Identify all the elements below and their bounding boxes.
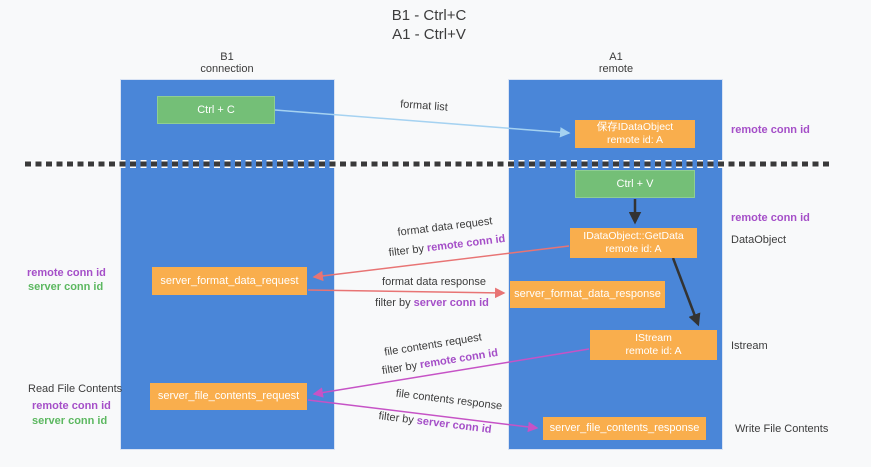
node-idataobject-getdata-line1: IDataObject::GetData (583, 230, 684, 242)
filter-by-text: filter by (381, 359, 422, 378)
side-label-write-file-contents: Write File Contents (735, 423, 829, 435)
side-label-istream: Istream (731, 340, 768, 352)
diagram-title-line1: B1 - Ctrl+C (391, 7, 467, 24)
lane-a1-subtitle: remote (598, 63, 634, 75)
node-istream-line2: remote id: A (625, 345, 682, 357)
node-server-format-data-request: server_format_data_request (152, 267, 307, 295)
filter-by-text: filter by (375, 297, 414, 309)
node-server-format-data-request-label: server_format_data_request (160, 274, 299, 287)
node-save-idataobject-line2: remote id: A (606, 134, 664, 146)
node-server-file-contents-request-label: server_file_contents_request (157, 390, 300, 402)
label-filter-server-1: filter by server conn id (375, 297, 489, 309)
filter-by-text: filter by (388, 242, 428, 260)
diagram-title: B1 - Ctrl+C A1 - Ctrl+V (392, 6, 467, 44)
node-server-file-contents-response-label: server_file_contents_response (549, 422, 700, 434)
server-conn-id-text: server conn id (413, 297, 489, 309)
node-istream: IStream remote id: A (590, 330, 717, 360)
lane-b1-name: B1 (220, 51, 234, 63)
label-format-data-response: format data response (382, 276, 486, 288)
label-file-contents-response: file contents response (395, 387, 503, 413)
node-istream-line1: IStream (635, 332, 672, 344)
node-save-idataobject: 保存IDataObject remote id: A (575, 120, 695, 148)
filter-by-text: filter by (377, 410, 418, 427)
side-label-remote-conn-id-top: remote conn id (731, 124, 810, 136)
node-idataobject-getdata: IDataObject::GetData remote id: A (570, 228, 697, 258)
node-server-format-data-response: server_format_data_response (510, 281, 665, 308)
lane-b1-subtitle: connection (200, 63, 254, 75)
node-server-file-contents-response: server_file_contents_response (543, 417, 706, 440)
lane-header-a1: A1 remote (599, 51, 633, 75)
node-idataobject-getdata-line2: remote id: A (605, 243, 662, 255)
node-ctrl-c: Ctrl + C (157, 96, 275, 124)
side-label-server-conn-id-left: server conn id (28, 281, 104, 293)
label-format-list: format list (399, 98, 449, 114)
node-ctrl-v-label: Ctrl + V (616, 177, 654, 190)
node-server-format-data-response-label: server_format_data_response (514, 288, 661, 300)
side-label-remote-conn-id-bottom: remote conn id (32, 400, 111, 412)
node-save-idataobject-line1: 保存IDataObject (596, 121, 674, 133)
node-server-file-contents-request: server_file_contents_request (150, 383, 307, 410)
diagram-title-line2: A1 - Ctrl+V (392, 26, 466, 43)
label-filter-server-2: filter by server conn id (378, 410, 492, 436)
side-label-remote-conn-id-mid: remote conn id (731, 212, 810, 224)
arrow-format-data-response (307, 287, 506, 299)
side-label-remote-conn-id-left: remote conn id (27, 267, 106, 279)
side-label-dataobject: DataObject (731, 234, 787, 246)
node-ctrl-v: Ctrl + V (575, 170, 695, 198)
side-label-server-conn-id-bottom: server conn id (32, 415, 108, 427)
server-conn-id-text: server conn id (416, 414, 493, 436)
side-label-read-file-contents: Read File Contents (28, 383, 123, 395)
lane-a1-name: A1 (609, 51, 623, 63)
node-ctrl-c-label: Ctrl + C (197, 103, 235, 116)
remote-conn-id-text: remote conn id (426, 232, 506, 255)
lane-header-b1: B1 connection (200, 51, 253, 75)
